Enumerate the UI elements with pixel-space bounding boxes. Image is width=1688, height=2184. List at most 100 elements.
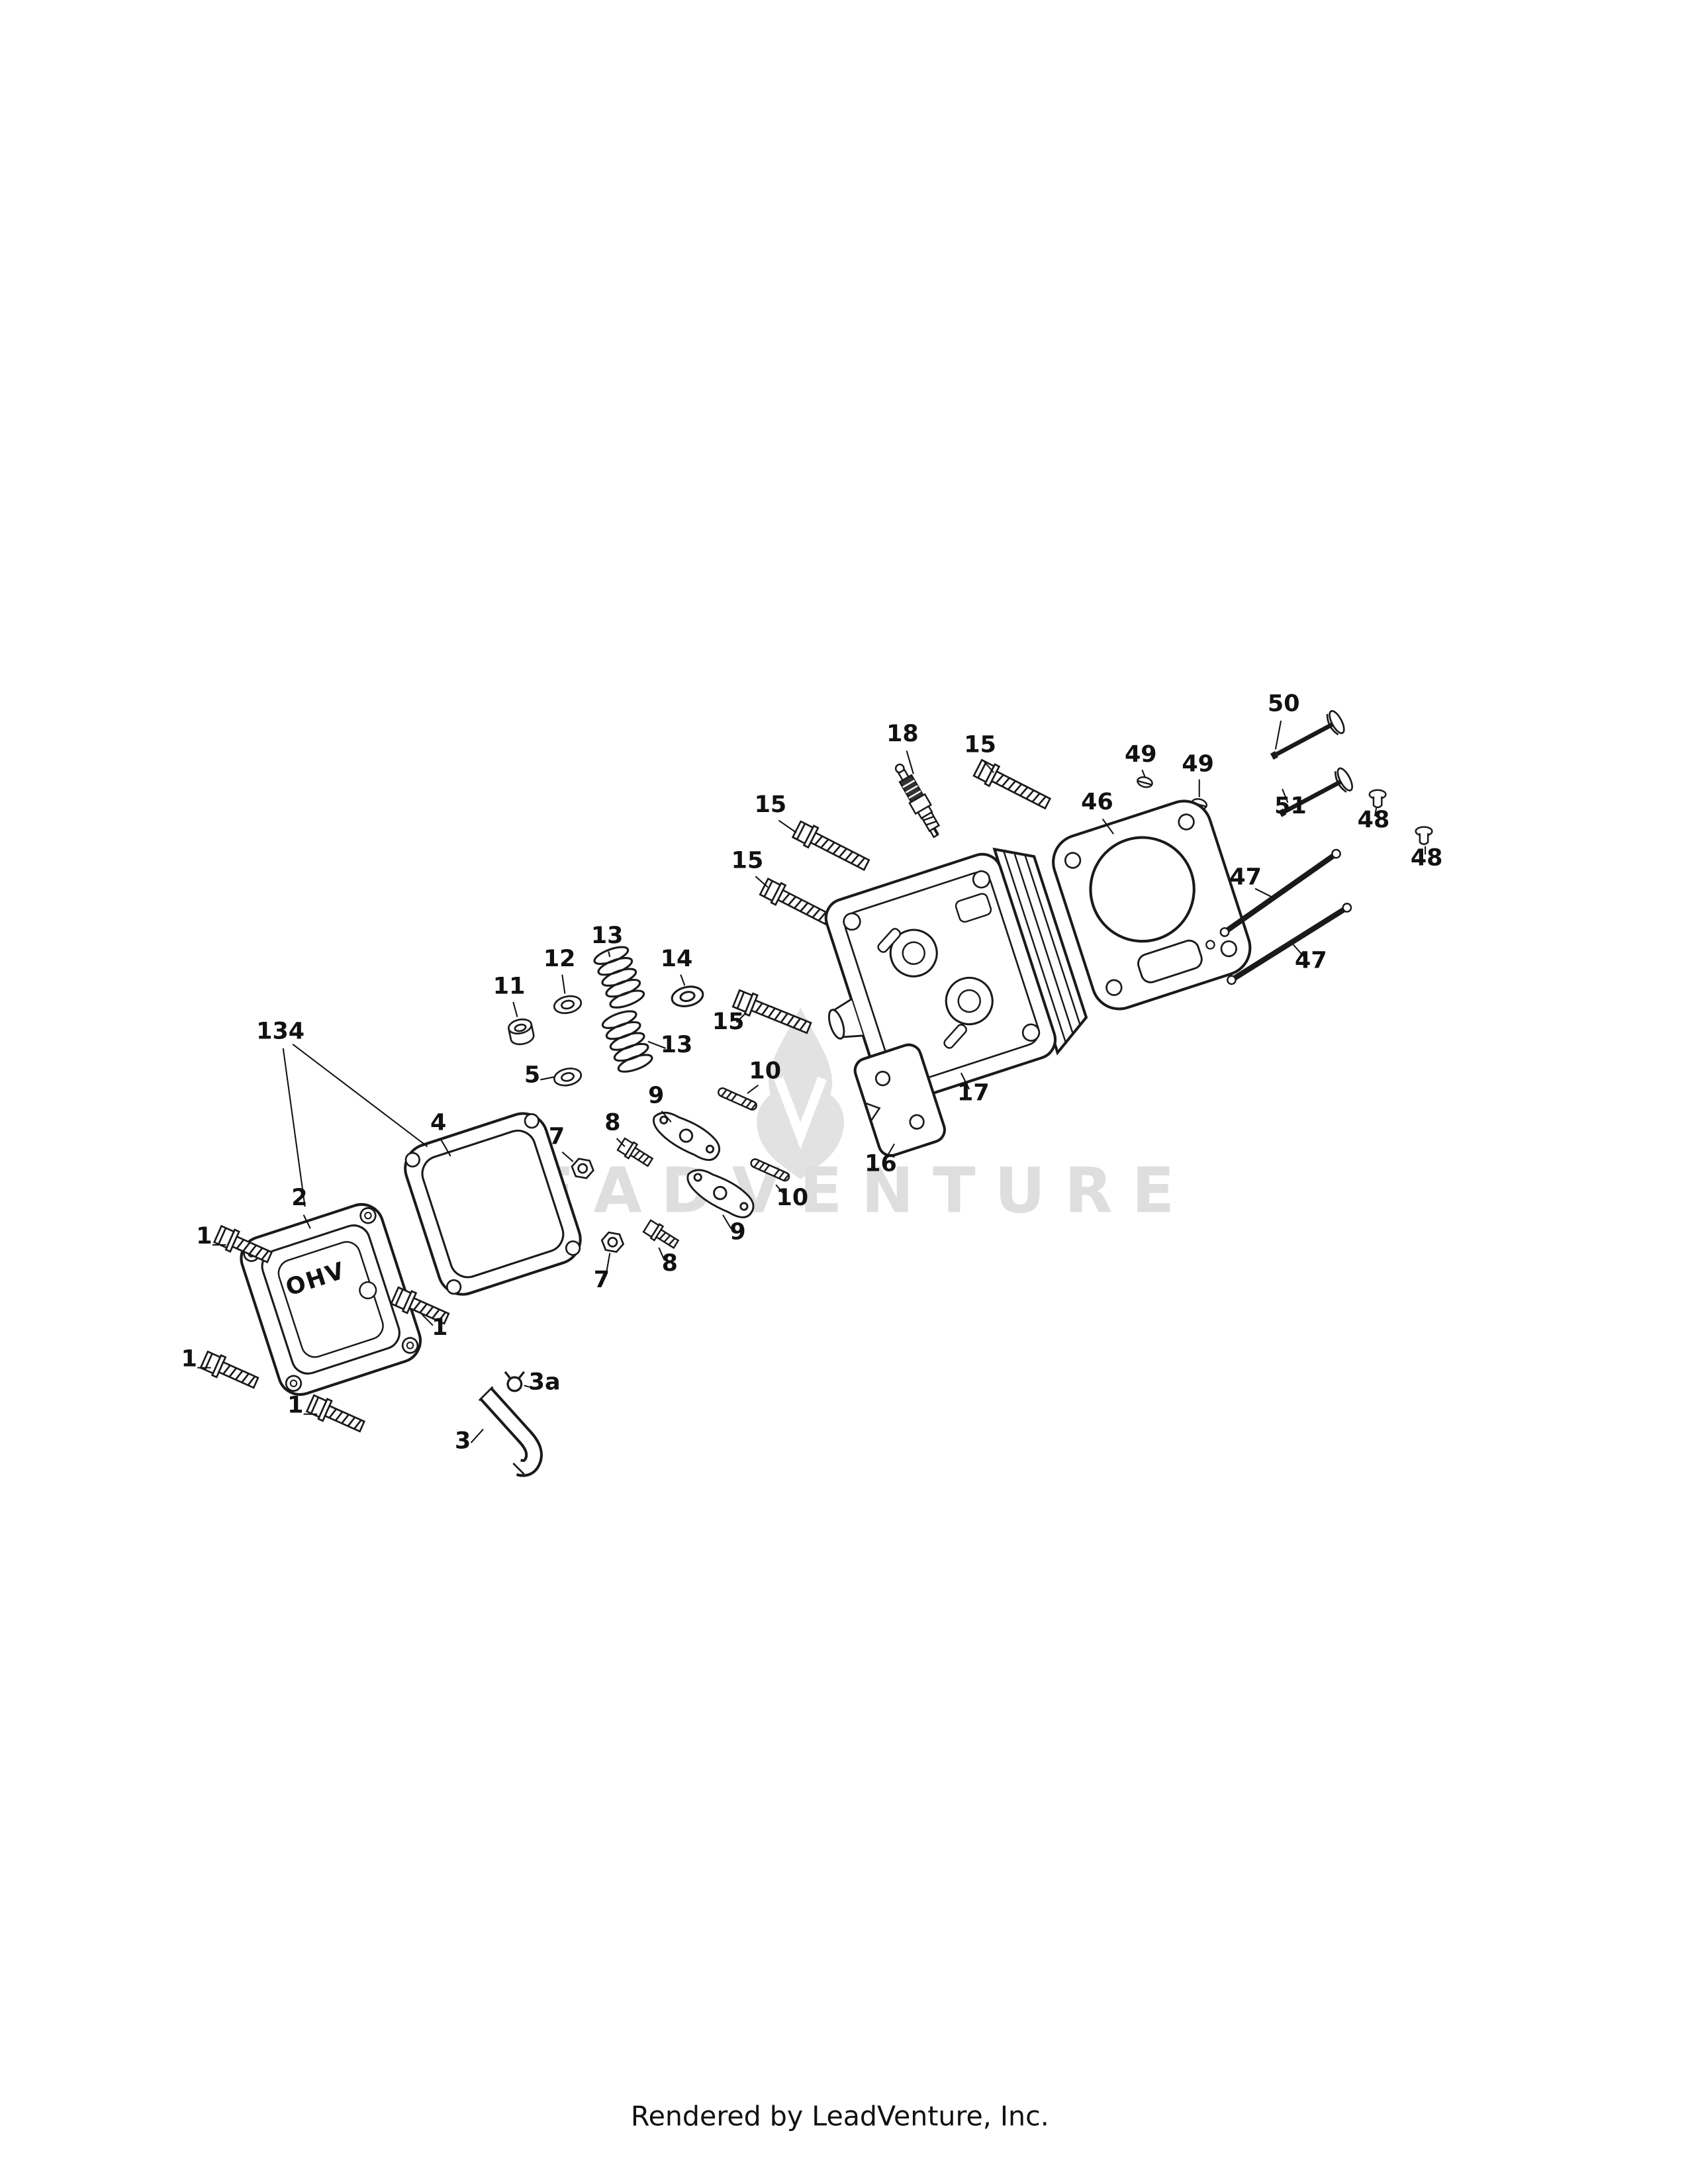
callout-leader-11 bbox=[512, 1001, 518, 1017]
footer-credit: Rendered by LeadVenture, Inc. bbox=[631, 2100, 1049, 2132]
callout-5: 5 bbox=[524, 1062, 540, 1089]
callout-leader-16 bbox=[884, 1143, 895, 1161]
callout-10: 10 bbox=[776, 1185, 809, 1211]
callout-13: 13 bbox=[591, 923, 624, 949]
callout-47: 47 bbox=[1295, 947, 1327, 974]
part-cover-bolt bbox=[199, 1349, 261, 1394]
callout-1: 1 bbox=[287, 1392, 303, 1419]
callout-leader-15 bbox=[735, 1012, 747, 1023]
callout-18: 18 bbox=[886, 721, 919, 747]
part-cylinder-head bbox=[824, 847, 1088, 1105]
callout-13: 13 bbox=[661, 1032, 693, 1058]
callout-17: 17 bbox=[957, 1079, 990, 1106]
callout-leader-13 bbox=[608, 951, 611, 958]
callout-leader-17 bbox=[960, 1072, 970, 1090]
callout-leader-7 bbox=[561, 1151, 574, 1162]
part-spring-retainer bbox=[669, 983, 706, 1011]
part-valve-spring bbox=[591, 942, 647, 1013]
part-valve-spring bbox=[599, 1007, 655, 1077]
callout-leader-46 bbox=[1102, 818, 1115, 835]
callout-leader-15 bbox=[755, 876, 769, 888]
part-cover-bolt bbox=[305, 1392, 367, 1437]
callout-leader-9 bbox=[722, 1214, 732, 1229]
part-valve-retainer bbox=[1368, 789, 1387, 809]
callout-3a: 3a bbox=[529, 1369, 561, 1396]
callout-1: 1 bbox=[196, 1223, 212, 1250]
callout-14: 14 bbox=[661, 946, 693, 972]
callout-9: 9 bbox=[729, 1219, 745, 1246]
part-head-plate bbox=[853, 1043, 946, 1158]
callout-8: 8 bbox=[604, 1110, 620, 1136]
callout-leader-9 bbox=[661, 1111, 672, 1123]
callout-134: 134 bbox=[256, 1019, 305, 1045]
part-breather-tube bbox=[478, 1386, 543, 1477]
callout-leader-48 bbox=[1374, 807, 1378, 817]
logo-v-notch bbox=[774, 1076, 827, 1150]
callout-51: 51 bbox=[1274, 793, 1307, 819]
callout-leader-3 bbox=[470, 1428, 484, 1443]
callout-leader-5 bbox=[540, 1076, 555, 1081]
part-pivot-nut bbox=[599, 1230, 626, 1254]
callout-16: 16 bbox=[865, 1151, 897, 1177]
part-head-bolt bbox=[790, 819, 872, 876]
callout-leader-4 bbox=[440, 1139, 451, 1157]
callout-leader-8 bbox=[658, 1247, 665, 1261]
callout-3: 3 bbox=[455, 1428, 471, 1454]
callout-48: 48 bbox=[1411, 845, 1443, 872]
part-valve-cap bbox=[507, 1018, 535, 1046]
part-spring-seat bbox=[551, 993, 584, 1017]
callout-4: 4 bbox=[430, 1110, 446, 1136]
callout-15: 15 bbox=[731, 848, 764, 874]
callout-leader-15 bbox=[984, 761, 994, 774]
callout-15: 15 bbox=[712, 1009, 745, 1035]
callout-49: 49 bbox=[1125, 741, 1157, 768]
callout-leader-134 bbox=[292, 1043, 428, 1148]
part-valve-retainer bbox=[1415, 826, 1433, 845]
callout-50: 50 bbox=[1268, 691, 1300, 717]
callout-11: 11 bbox=[493, 973, 526, 999]
callout-15: 15 bbox=[755, 792, 787, 818]
callout-leader-18 bbox=[906, 751, 914, 774]
callout-48: 48 bbox=[1358, 807, 1390, 833]
part-spark-plug bbox=[894, 763, 941, 839]
callout-leader-47 bbox=[1254, 887, 1272, 897]
watermark: LEADVENTURE bbox=[473, 1007, 1174, 1228]
callout-15: 15 bbox=[964, 731, 996, 758]
part-valve-cover-gasket bbox=[404, 1112, 582, 1296]
callout-leader-8 bbox=[616, 1138, 626, 1148]
callout-49: 49 bbox=[1182, 751, 1214, 777]
parts-drawing: OHV bbox=[199, 709, 1433, 1477]
callout-leader-13 bbox=[647, 1040, 666, 1049]
callout-leader-12 bbox=[561, 974, 566, 994]
callout-leader-1 bbox=[421, 1314, 434, 1326]
callout-leader-15 bbox=[778, 819, 797, 833]
part-washer bbox=[551, 1065, 584, 1089]
callout-47: 47 bbox=[1229, 864, 1262, 890]
callout-12: 12 bbox=[543, 946, 576, 972]
callout-7: 7 bbox=[594, 1267, 610, 1293]
part-valve-keeper bbox=[1135, 774, 1154, 790]
callout-10: 10 bbox=[749, 1058, 781, 1084]
callout-leader-3a bbox=[524, 1385, 534, 1389]
part-head-bolt bbox=[972, 757, 1054, 815]
callout-leader-14 bbox=[680, 974, 686, 986]
callout-1: 1 bbox=[181, 1346, 197, 1373]
part-tube-clamp bbox=[504, 1371, 526, 1392]
callout-46: 46 bbox=[1081, 789, 1113, 815]
callout-2: 2 bbox=[291, 1185, 307, 1211]
callout-leader-134 bbox=[282, 1048, 306, 1207]
callout-leader-47 bbox=[1292, 944, 1305, 958]
callout-7: 7 bbox=[549, 1123, 565, 1150]
callout-leader-49 bbox=[1141, 769, 1146, 777]
callout-9: 9 bbox=[648, 1082, 664, 1109]
callout-8: 8 bbox=[662, 1250, 678, 1277]
callout-leader-2 bbox=[303, 1214, 311, 1229]
callout-leader-50 bbox=[1274, 720, 1282, 750]
leadventure-logo-flame-icon bbox=[757, 1007, 845, 1179]
callout-leader-7 bbox=[605, 1253, 611, 1277]
part-head-gasket bbox=[1052, 799, 1252, 1011]
callout-leader-10 bbox=[747, 1084, 759, 1094]
